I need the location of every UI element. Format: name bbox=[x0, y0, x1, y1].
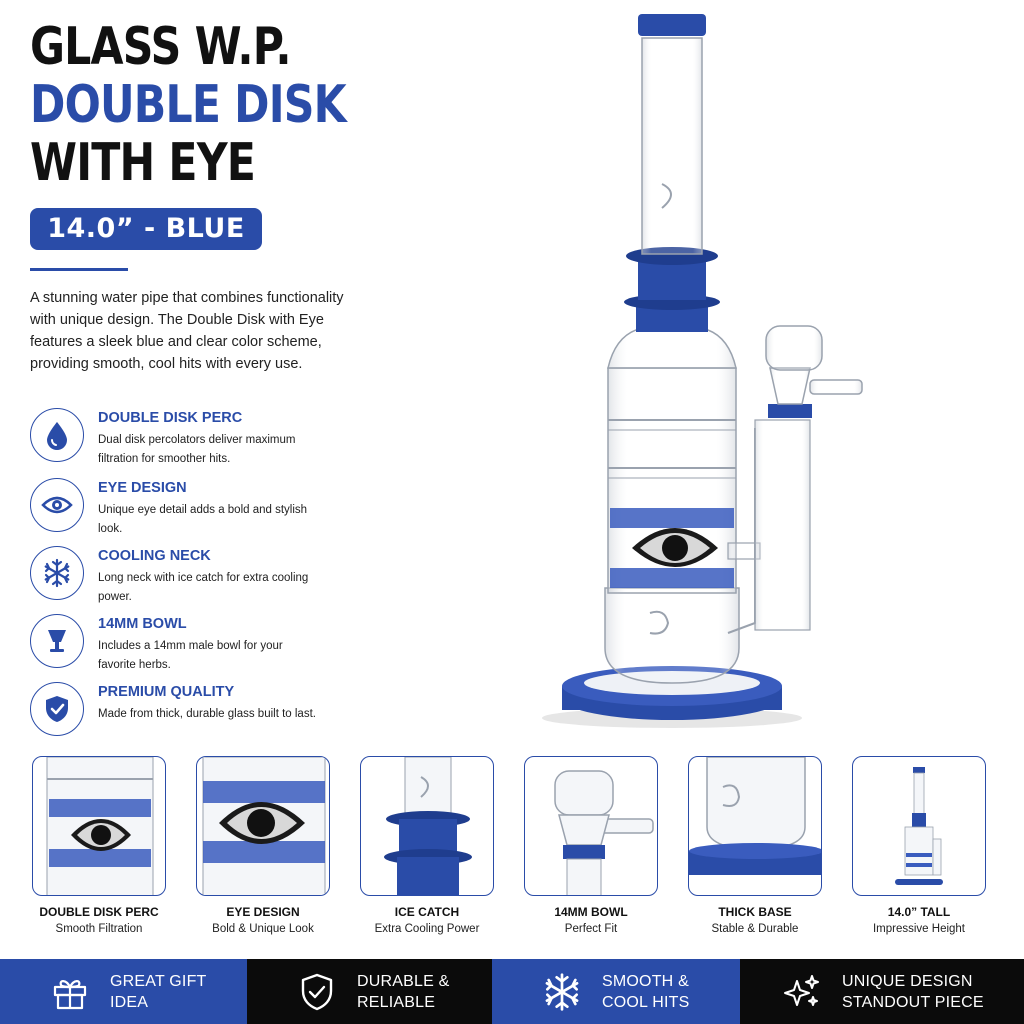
thumbnail-image bbox=[32, 756, 166, 896]
product-title: GLASS W.P. DOUBLE DISK WITH EYE bbox=[30, 18, 360, 192]
divider bbox=[30, 268, 128, 271]
benefit-unique-design: UNIQUE DESIGN STANDOUT PIECE bbox=[740, 959, 1024, 1024]
benefit-smooth-cool: SMOOTH & COOL HITS bbox=[492, 959, 740, 1024]
thumbnail-subtitle: Extra Cooling Power bbox=[374, 923, 480, 935]
shield-check-icon bbox=[295, 970, 339, 1014]
thumbnail-ice-catch[interactable]: ICE CATCH Extra Cooling Power bbox=[360, 756, 494, 946]
benefit-text: GREAT GIFT IDEA bbox=[110, 971, 207, 1013]
water-drop-icon bbox=[30, 408, 84, 462]
feature-desc: Includes a 14mm male bowl for your favor… bbox=[98, 640, 283, 671]
thumbnail-14in-tall[interactable]: 14.0” TALL Impressive Height bbox=[852, 756, 986, 946]
snowflake-icon bbox=[30, 546, 84, 600]
thumbnail-double-disk[interactable]: DOUBLE DISK PERC Smooth Filtration bbox=[32, 756, 166, 946]
thumbnail-title: EYE DESIGN bbox=[226, 905, 300, 919]
product-image bbox=[540, 8, 880, 748]
benefit-line-2: RELIABLE bbox=[357, 993, 436, 1011]
benefit-durable: DURABLE & RELIABLE bbox=[247, 959, 492, 1024]
thumbnail-image bbox=[196, 756, 330, 896]
thumbnail-14mm-bowl[interactable]: 14MM BOWL Perfect Fit bbox=[524, 756, 658, 946]
feature-title: 14MM BOWL bbox=[98, 616, 187, 632]
feature-desc: Dual disk percolators deliver maximum fi… bbox=[98, 434, 296, 465]
thumbnail-title: 14MM BOWL bbox=[554, 905, 628, 919]
thumbnail-image bbox=[524, 756, 658, 896]
feature-cooling-neck: COOLING NECK Long neck with ice catch fo… bbox=[30, 546, 360, 606]
feature-title: DOUBLE DISK PERC bbox=[98, 410, 243, 426]
benefit-line-2: STANDOUT PIECE bbox=[842, 993, 984, 1011]
benefit-line-1: DURABLE & bbox=[357, 972, 450, 990]
thumbnail-image bbox=[688, 756, 822, 896]
thumbnail-eye-design[interactable]: EYE DESIGN Bold & Unique Look bbox=[196, 756, 330, 946]
title-line-2: DOUBLE DISK bbox=[30, 75, 347, 135]
benefit-great-gift: GREAT GIFT IDEA bbox=[0, 959, 247, 1024]
feature-title: PREMIUM QUALITY bbox=[98, 684, 235, 700]
benefit-text: SMOOTH & COOL HITS bbox=[602, 971, 689, 1013]
benefit-line-2: COOL HITS bbox=[602, 993, 690, 1011]
thumbnail-row: DOUBLE DISK PERC Smooth Filtration EYE D… bbox=[32, 756, 988, 946]
sparkles-icon bbox=[780, 970, 824, 1014]
feature-title: COOLING NECK bbox=[98, 548, 211, 564]
thumbnail-title: 14.0” TALL bbox=[887, 905, 951, 919]
eye-icon bbox=[30, 478, 84, 532]
thumbnail-title: DOUBLE DISK PERC bbox=[39, 905, 159, 919]
intro-paragraph: A stunning water pipe that combines func… bbox=[30, 290, 344, 372]
size-color-badge: 14.0” - BLUE bbox=[30, 208, 262, 250]
thumbnail-image bbox=[360, 756, 494, 896]
feature-14mm-bowl: 14MM BOWL Includes a 14mm male bowl for … bbox=[30, 614, 360, 674]
thumbnail-image bbox=[852, 756, 986, 896]
thumbnail-subtitle: Perfect Fit bbox=[564, 923, 618, 935]
benefit-line-1: GREAT GIFT bbox=[110, 972, 207, 990]
benefit-line-1: UNIQUE DESIGN bbox=[842, 972, 973, 990]
thumbnail-title: THICK BASE bbox=[718, 905, 792, 919]
gift-icon bbox=[48, 970, 92, 1014]
feature-desc: Made from thick, durable glass built to … bbox=[98, 708, 316, 720]
feature-desc: Long neck with ice catch for extra cooli… bbox=[98, 572, 309, 603]
thumbnail-subtitle: Smooth Filtration bbox=[55, 923, 143, 935]
title-line-1: GLASS W.P. bbox=[30, 17, 292, 77]
thumbnail-subtitle: Bold & Unique Look bbox=[212, 923, 314, 935]
thumbnail-subtitle: Stable & Durable bbox=[711, 923, 799, 935]
bottom-benefits-bar: GREAT GIFT IDEA DURABLE & RELIABLE SMOOT… bbox=[0, 959, 1024, 1024]
benefit-line-1: SMOOTH & bbox=[602, 972, 689, 990]
benefit-line-2: IDEA bbox=[110, 993, 149, 1011]
feature-title: EYE DESIGN bbox=[98, 480, 187, 496]
feature-eye-design: EYE DESIGN Unique eye detail adds a bold… bbox=[30, 478, 360, 538]
snowflake-icon bbox=[540, 970, 584, 1014]
thumbnail-title: ICE CATCH bbox=[394, 905, 460, 919]
feature-premium-quality: PREMIUM QUALITY Made from thick, durable… bbox=[30, 682, 360, 742]
benefit-text: UNIQUE DESIGN STANDOUT PIECE bbox=[842, 971, 984, 1013]
shield-check-icon bbox=[30, 682, 84, 736]
feature-desc: Unique eye detail adds a bold and stylis… bbox=[98, 504, 308, 535]
title-line-3: WITH EYE bbox=[30, 133, 256, 193]
feature-double-disk: DOUBLE DISK PERC Dual disk percolators d… bbox=[30, 408, 360, 468]
thumbnail-subtitle: Impressive Height bbox=[872, 923, 966, 935]
thumbnail-thick-base[interactable]: THICK BASE Stable & Durable bbox=[688, 756, 822, 946]
benefit-text: DURABLE & RELIABLE bbox=[357, 971, 450, 1013]
bowl-icon bbox=[30, 614, 84, 668]
